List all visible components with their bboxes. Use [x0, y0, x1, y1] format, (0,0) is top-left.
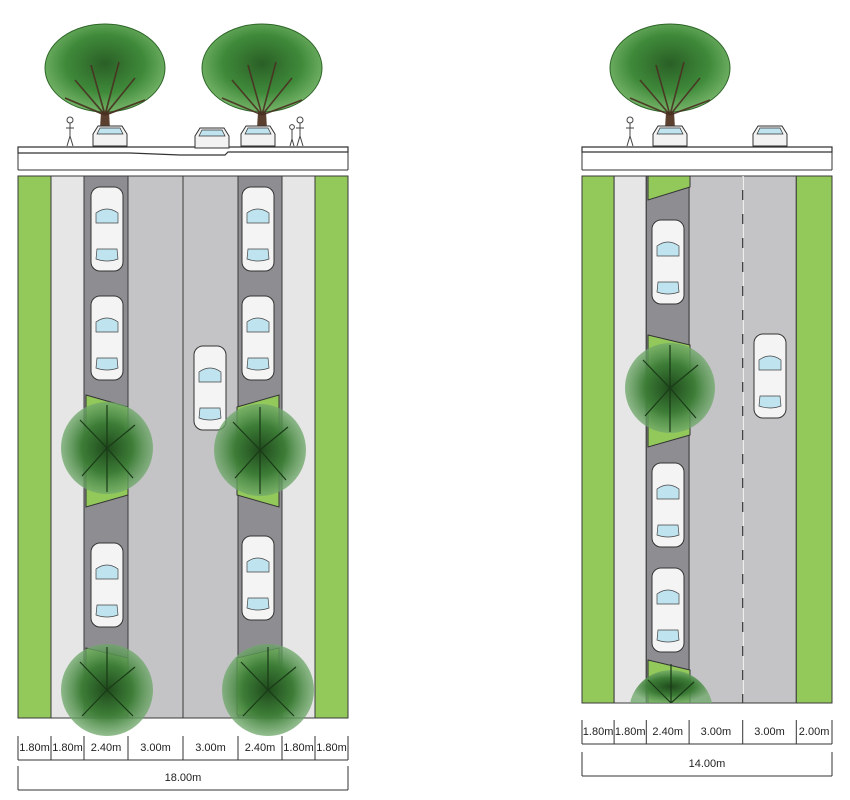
- strip-width-label: 2.40m: [652, 726, 683, 738]
- car-icon: [90, 295, 124, 381]
- tree-icon: [222, 644, 314, 736]
- strip-width-label: 2.40m: [91, 742, 122, 754]
- plan-view-narrow: [581, 175, 833, 704]
- strip-width-label: 1.80m: [316, 742, 347, 754]
- pedestrian-icon: [66, 116, 74, 147]
- strip-carriageway: [742, 175, 797, 704]
- strip-width-label: 1.80m: [615, 726, 646, 738]
- car-icon: [240, 125, 276, 147]
- strip-width-label: 1.80m: [19, 742, 50, 754]
- car-icon: [194, 127, 230, 149]
- car-icon: [753, 333, 787, 419]
- strip-width-label: 3.00m: [701, 726, 732, 738]
- elevation-ground-line: [581, 146, 833, 153]
- car-icon: [241, 295, 275, 381]
- strip-verge: [314, 175, 349, 719]
- strip-width-label: 3.00m: [754, 726, 785, 738]
- strip-width-label: 3.00m: [140, 742, 171, 754]
- car-icon: [651, 567, 685, 653]
- car-icon: [92, 125, 128, 147]
- plan-decorations-narrow: [625, 175, 787, 704]
- tree-icon: [61, 402, 153, 494]
- total-dimension-narrow: 14.00m: [581, 752, 833, 777]
- car-icon: [651, 462, 685, 548]
- strip-verge: [17, 175, 52, 719]
- pedestrian-icon: [296, 116, 304, 147]
- tree-icon: [61, 644, 153, 736]
- plan-decorations-wide: [61, 186, 314, 736]
- elevation-view-narrow: [581, 23, 833, 171]
- strip-width-label: 1.80m: [283, 742, 314, 754]
- car-icon: [90, 186, 124, 272]
- strip-footpath: [613, 175, 647, 704]
- strip-width-label: 2.40m: [245, 742, 276, 754]
- strip-width-label: 1.80m: [52, 742, 83, 754]
- strip-verge: [581, 175, 615, 704]
- total-width-label: 18.00m: [165, 772, 202, 784]
- car-icon: [652, 125, 688, 147]
- total-width-label: 14.00m: [689, 758, 726, 770]
- tree-icon: [214, 404, 306, 496]
- elevation-view-wide: [17, 23, 349, 171]
- tree-icon: [630, 664, 712, 704]
- tree-pit: [647, 175, 691, 201]
- pedestrian-icon: [626, 116, 634, 147]
- tree-icon: [625, 343, 715, 433]
- section-wide: 1.80m1.80m2.40m3.00m3.00m2.40m1.80m1.80m…: [17, 23, 349, 791]
- elevation-ground-line: [17, 146, 349, 156]
- pedestrian-icon: [289, 124, 295, 147]
- car-icon: [752, 125, 788, 147]
- car-icon: [241, 535, 275, 621]
- car-icon: [651, 219, 685, 305]
- car-icon: [90, 542, 124, 628]
- car-icon: [241, 186, 275, 272]
- car-icon: [193, 345, 227, 431]
- strip-width-label: 3.00m: [195, 742, 226, 754]
- strip-verge: [795, 175, 833, 704]
- strip-carriageway: [688, 175, 744, 704]
- total-dimension-wide: 18.00m: [17, 766, 349, 791]
- strip-width-label: 2.00m: [799, 726, 830, 738]
- strip-width-label: 1.80m: [583, 726, 614, 738]
